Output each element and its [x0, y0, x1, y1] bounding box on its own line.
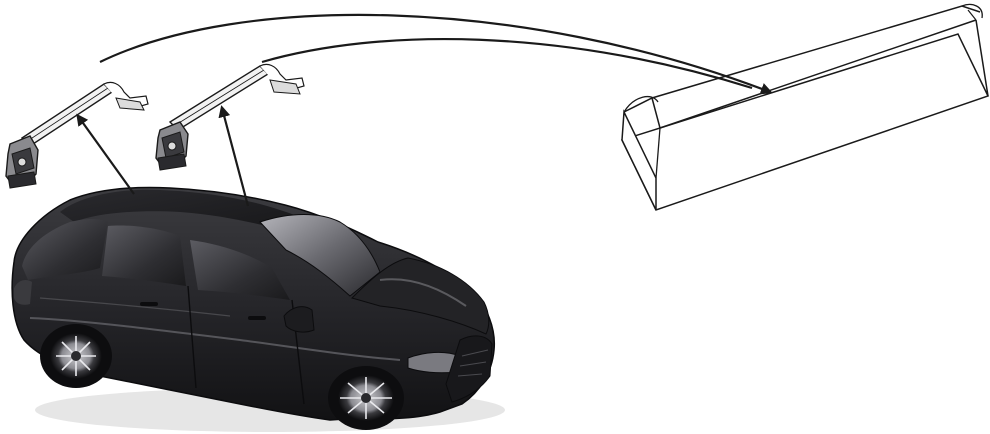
- diagram-arrows: [76, 13, 773, 207]
- rear-wheel: [40, 324, 112, 388]
- roof-bar-rear: [155, 63, 305, 171]
- storage-box: [620, 3, 990, 211]
- arrow-rear-bar-to-box: [261, 37, 753, 90]
- arrow-rear-bar-to-roof: [218, 105, 250, 207]
- arrow-front-bar-to-roof: [76, 113, 135, 195]
- front-wheel: [328, 366, 404, 430]
- black-hatchback-car: [11, 186, 505, 432]
- roof-bar-front: [5, 81, 149, 189]
- arrow-front-bar-to-box: [99, 13, 773, 95]
